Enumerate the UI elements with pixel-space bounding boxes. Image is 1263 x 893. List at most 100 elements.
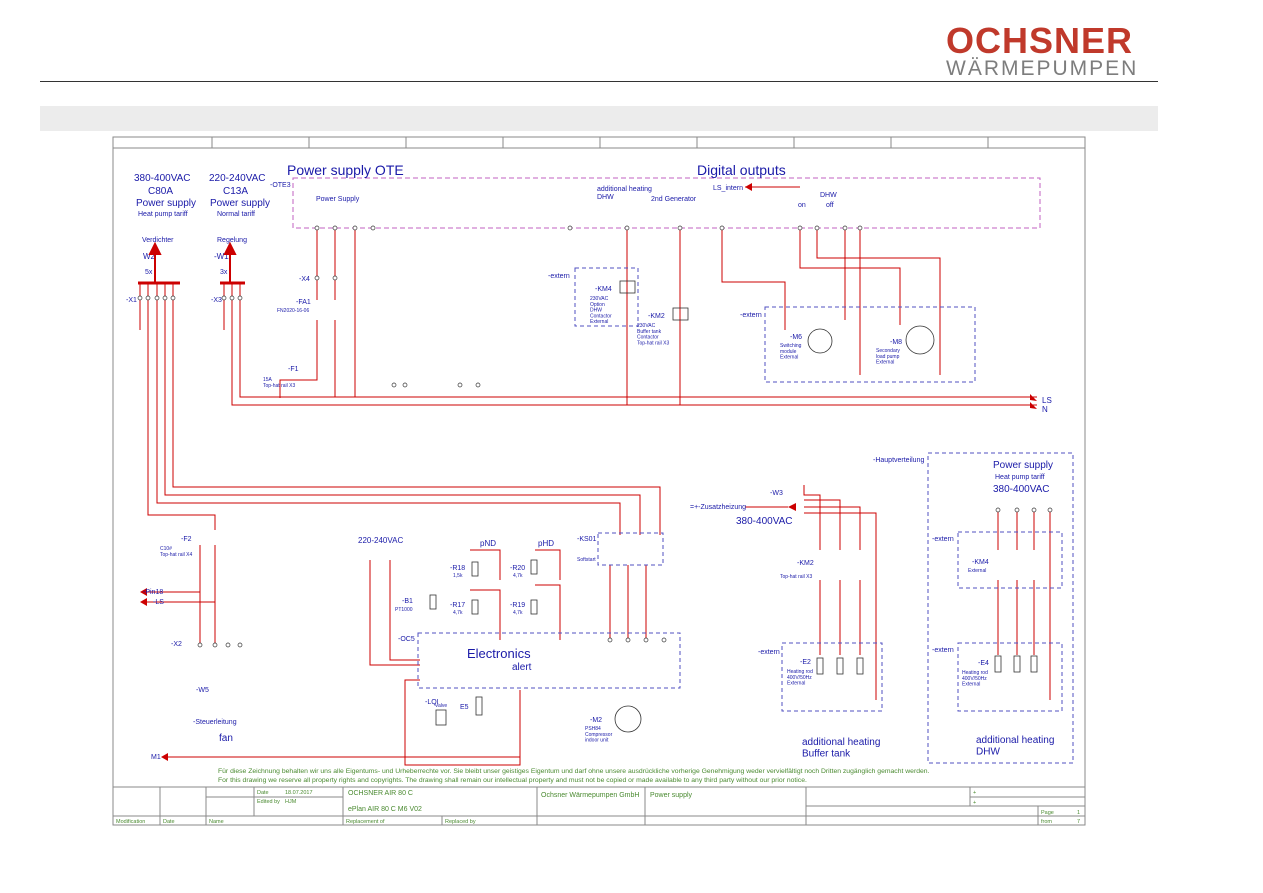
e2-label: -E2	[800, 659, 811, 666]
section-alert: alert	[512, 662, 532, 673]
name-label: Name	[209, 819, 224, 825]
km4b-label: -KM4	[972, 559, 989, 566]
km2b-label: -KM2	[797, 560, 814, 567]
column-ticks	[211, 137, 989, 148]
section-power-ote: Power supply OTE	[287, 162, 404, 178]
extern-km4b: -extern	[932, 536, 954, 543]
extern-e4: -extern	[932, 647, 954, 654]
main-tariff: Heat pump tariff	[138, 211, 188, 218]
plus-1: +	[973, 790, 976, 796]
section-electronics: Electronics	[467, 646, 531, 661]
km2-label: -KM2	[648, 313, 665, 320]
eplan-name: ePlan AIR 80 C M6 V02	[348, 806, 422, 813]
ote-power-label: Power Supply	[316, 196, 360, 203]
supply-arrows	[148, 241, 237, 283]
ote-tag: -OTE3	[270, 182, 291, 189]
v220-label: 220-240VAC	[358, 536, 403, 545]
main-tag: Verdichter	[142, 237, 174, 244]
r18-label: -R18	[450, 565, 465, 572]
date-col-label: Date	[163, 819, 175, 825]
n-label: N	[1042, 405, 1048, 414]
ks01-label: -KS01	[577, 536, 597, 543]
w3-label: -W3	[770, 490, 783, 497]
ctrl-cores: 3x	[220, 269, 228, 276]
hp-voltage: 380-400VAC	[993, 484, 1050, 495]
e4-label: -E4	[978, 660, 989, 667]
ote-generator: 2nd Generator	[651, 196, 697, 203]
footer-en: For this drawing we reserve all property…	[218, 777, 807, 784]
ls-left-label: -LS	[153, 599, 164, 606]
pin18-label: -Pin18	[143, 589, 163, 596]
fa1-label: -FA1	[296, 299, 311, 306]
from-label: from	[1041, 819, 1052, 825]
date-label: Date	[257, 790, 269, 796]
sheet-frame	[112, 136, 1086, 826]
ls-intern: LS_intern	[713, 185, 743, 192]
page-label: Page	[1041, 810, 1054, 816]
f2-note: C10#Top-hat rail X4	[160, 546, 192, 558]
r20-label: -R20	[510, 565, 525, 572]
main-voltage: 380-400VAC	[134, 173, 191, 184]
f1-label: -F1	[288, 366, 299, 373]
section-digital: Digital outputs	[697, 162, 786, 178]
left-arrow-wires	[147, 506, 788, 603]
ctrl-tag: Regelung	[217, 237, 247, 244]
ctrl-tariff: Normal tariff	[217, 211, 255, 218]
dhw-switch-label: DHW	[820, 192, 837, 199]
switch-off: off	[826, 202, 834, 209]
valve-label: Valve	[435, 703, 447, 709]
replaced-label: Replaced by	[445, 819, 476, 825]
r19-value: 4,7k	[513, 610, 523, 616]
km2b-note: Top-hat rail X3	[780, 574, 812, 580]
ote-box	[292, 177, 1041, 229]
ochsner-logo: OCHSNER WÄRMEPUMPEN	[940, 22, 1160, 82]
x2-label: -X2	[171, 641, 182, 648]
footer-de: Für diese Zeichnung behalten wir uns all…	[218, 768, 930, 775]
sheet-title: Power supply	[650, 792, 693, 799]
r18-value: 1,5k	[453, 573, 463, 579]
ctrl-fuse: C13A	[223, 186, 248, 197]
date-value: 18.07.2017	[285, 790, 313, 796]
r17-value: 4,7k	[453, 610, 463, 616]
ls-n-arrows	[140, 183, 1037, 761]
power-wires	[139, 228, 1051, 766]
extern-km4: -extern	[548, 273, 570, 280]
page-number: 1	[1077, 810, 1080, 816]
km4b-note: External	[968, 568, 986, 574]
ctrl-terminal: -X3	[211, 297, 222, 304]
fa1-note: FN2020-16-06	[277, 308, 309, 314]
logo-subtitle: WÄRMEPUMPEN	[946, 57, 1139, 80]
switch-on: on	[798, 202, 806, 209]
hp-tariff: Heat pump tariff	[995, 474, 1045, 481]
m1-label: M1	[151, 754, 161, 761]
header-divider	[40, 81, 1158, 82]
plus-2: +	[973, 800, 976, 806]
main-label: Power supply	[136, 198, 196, 209]
m2-label: -M2	[590, 717, 602, 724]
zusatz-label: =+-Zusatzheizung	[690, 504, 746, 511]
hp-supply: Power supply	[993, 460, 1053, 471]
haupt-label: -Hauptverteilung	[873, 457, 924, 464]
pnd-label: pND	[480, 539, 496, 548]
m6-label: -M6	[790, 334, 802, 341]
e5-label: E5	[460, 704, 469, 711]
components	[429, 280, 1038, 733]
softstart-label: Softstart	[577, 557, 596, 563]
r19-label: -R19	[510, 602, 525, 609]
steuerleitung: -Steuerleitung	[193, 719, 237, 726]
component-boxes	[417, 267, 1074, 764]
title-block-text: Date 18.07.2017 Edited by HJM OCHSNER AI…	[116, 790, 1080, 825]
extern-e2: -extern	[758, 649, 780, 656]
edited-value: HJM	[285, 799, 297, 805]
